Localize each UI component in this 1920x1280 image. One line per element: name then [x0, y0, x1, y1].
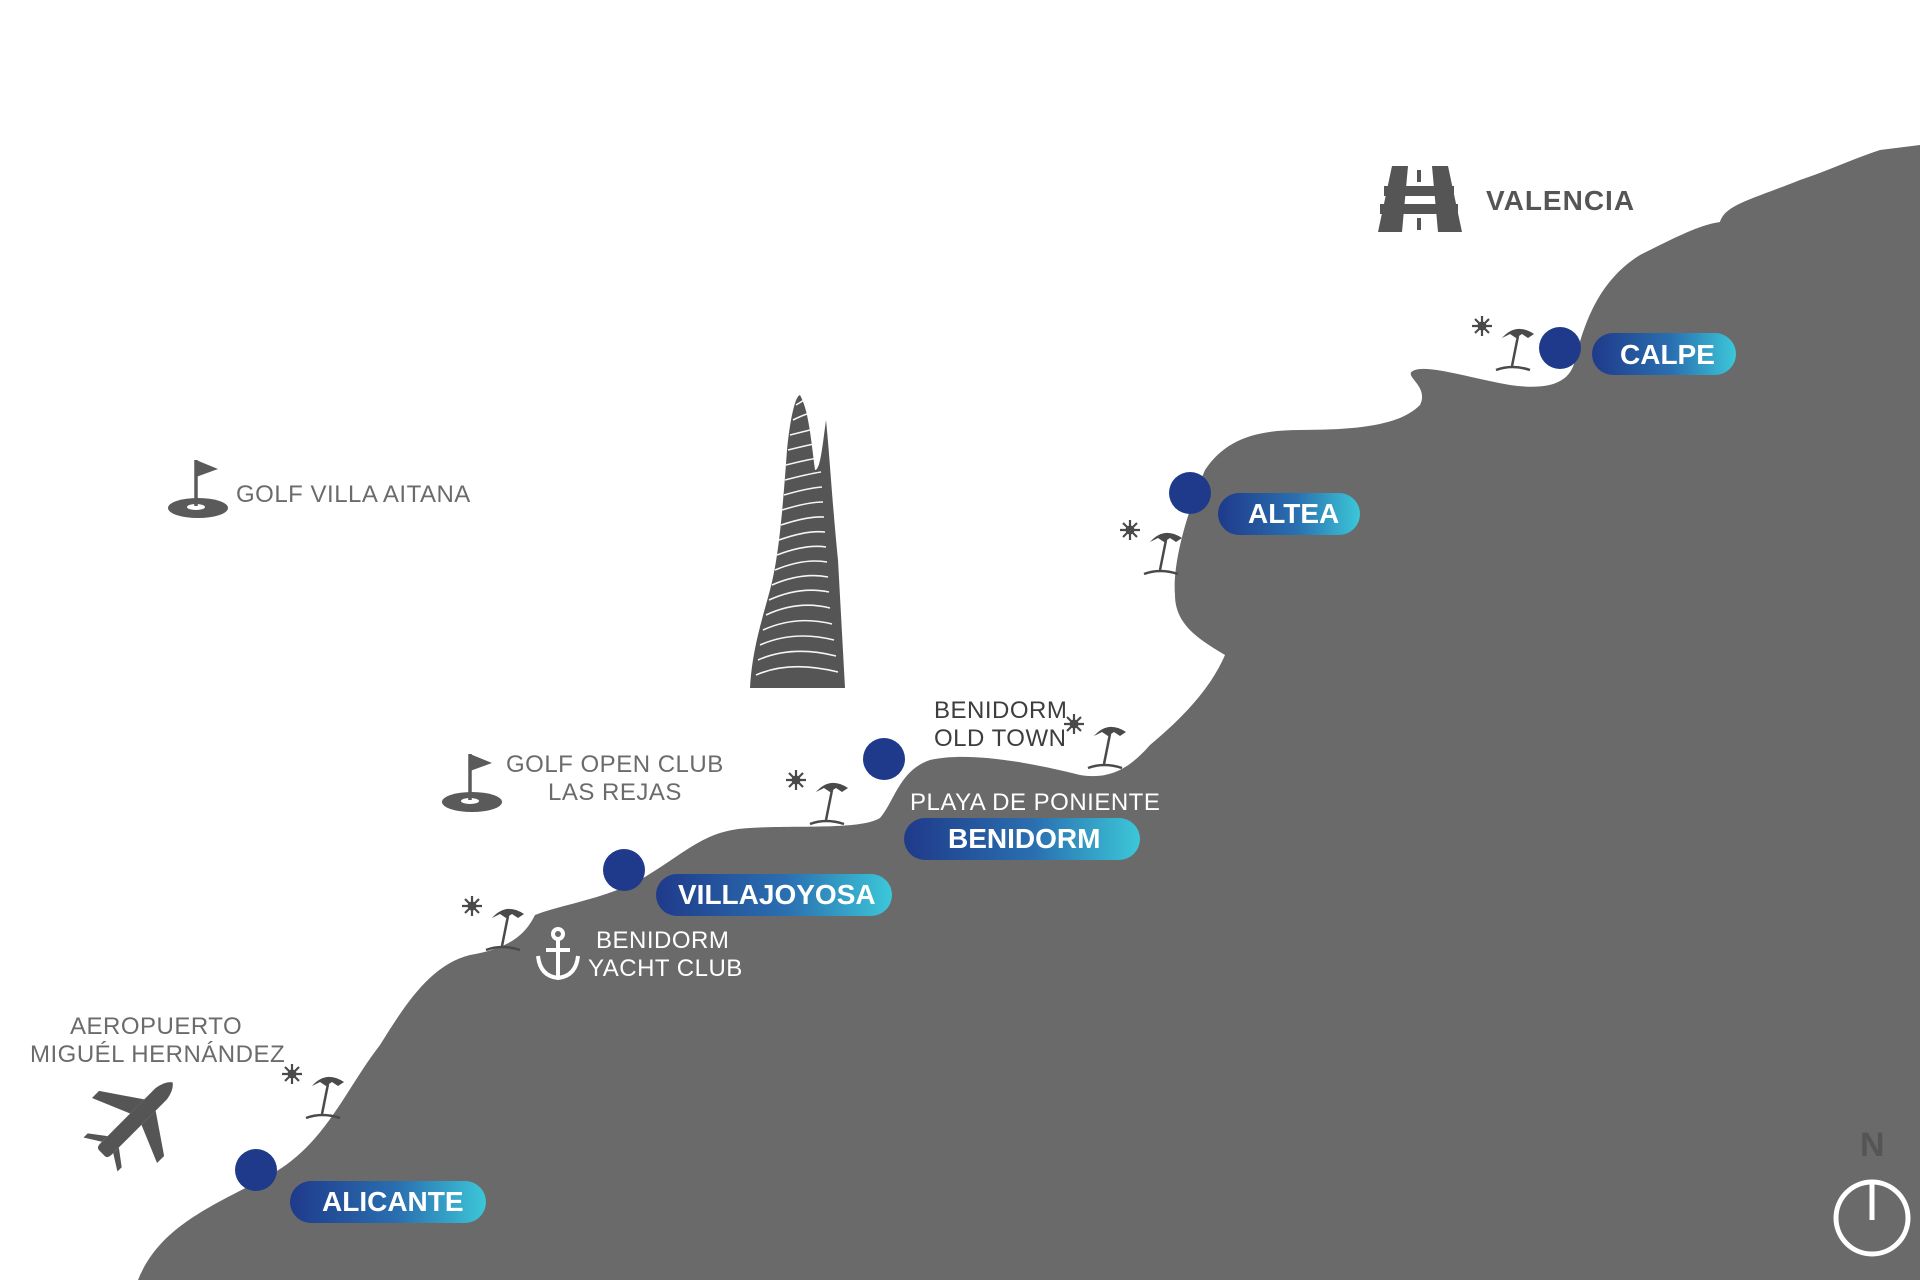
city-label-alicante: ALICANTE	[322, 1186, 464, 1217]
beach-umbrella-icon	[1062, 712, 1128, 770]
beach-umbrella-icon	[280, 1062, 346, 1120]
land-mass	[138, 145, 1920, 1280]
old-town-label-2: OLD TOWN	[934, 725, 1066, 752]
city-benidorm[interactable]: BENIDORM	[863, 738, 1140, 860]
skyscraper-icon	[750, 395, 845, 688]
city-label-altea: ALTEA	[1248, 498, 1339, 529]
old-town-label-1: BENIDORM	[934, 697, 1067, 724]
anchor-icon	[536, 927, 580, 981]
city-altea[interactable]: ALTEA	[1169, 472, 1360, 535]
city-pill	[904, 818, 1140, 860]
city-pill	[290, 1181, 486, 1223]
city-marker	[1539, 327, 1581, 369]
airplane-icon	[83, 1082, 173, 1172]
beach-umbrella-icon	[784, 768, 850, 826]
city-villajoyosa[interactable]: VILLAJOYOSA	[603, 849, 892, 916]
city-marker	[863, 738, 905, 780]
city-pill	[656, 874, 892, 916]
compass-north-label: N	[1860, 1126, 1885, 1164]
city-alicante[interactable]: ALICANTE	[235, 1149, 486, 1223]
highway-icon	[1378, 166, 1462, 232]
city-label-calpe: CALPE	[1620, 339, 1715, 370]
city-calpe[interactable]: CALPE	[1539, 327, 1736, 375]
airport-label-2: MIGUÉL HERNÁNDEZ	[30, 1041, 285, 1068]
yacht-club-label-2: YACHT CLUB	[588, 955, 743, 982]
golf-flag-icon	[440, 752, 504, 814]
city-marker	[235, 1149, 277, 1191]
playa-de-poniente-label: PLAYA DE PONIENTE	[910, 789, 1160, 816]
beach-umbrella-icon	[1470, 314, 1536, 372]
golf-villa-aitana-label: GOLF VILLA AITANA	[236, 481, 471, 508]
city-label-benidorm: BENIDORM	[948, 823, 1100, 854]
city-marker	[603, 849, 645, 891]
valencia-label: VALENCIA	[1486, 185, 1635, 216]
yacht-club-label-1: BENIDORM	[596, 927, 729, 954]
golf-open-club-label-2: LAS REJAS	[548, 779, 682, 806]
golf-open-club-label-1: GOLF OPEN CLUB	[506, 751, 724, 778]
airport-label-1: AEROPUERTO	[70, 1013, 242, 1040]
city-pill	[1592, 333, 1736, 375]
beach-umbrella-icon	[1118, 518, 1184, 576]
city-label-villajoyosa: VILLAJOYOSA	[678, 879, 876, 910]
city-pill	[1218, 493, 1360, 535]
compass-icon: N	[1833, 1126, 1911, 1257]
land-ridge	[1720, 145, 1920, 260]
golf-flag-icon	[166, 458, 230, 520]
city-marker	[1169, 472, 1211, 514]
